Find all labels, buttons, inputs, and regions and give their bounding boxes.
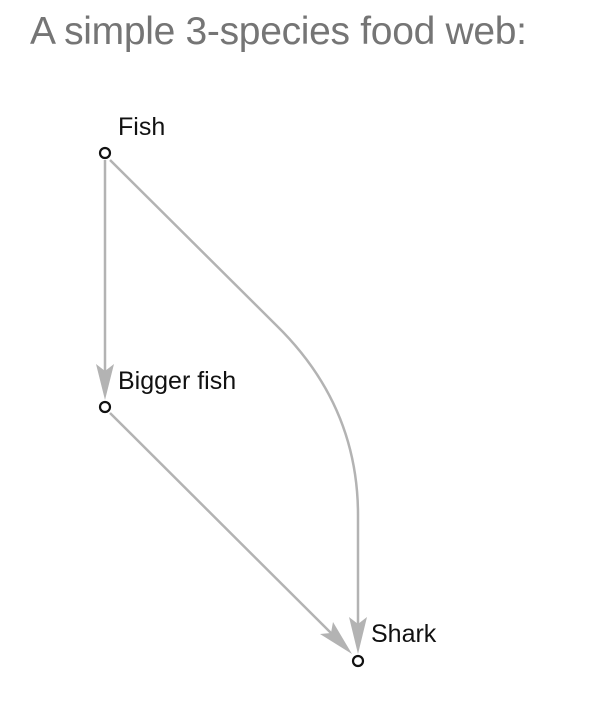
arrowhead-icon <box>320 622 352 654</box>
node-label-shark: Shark <box>371 620 437 648</box>
node-label-fish: Fish <box>118 113 165 141</box>
node-fish: Fish <box>98 113 165 160</box>
edge-fish-to-bigger-fish <box>96 160 114 400</box>
edge-fish-to-shark <box>109 159 367 654</box>
node-marker <box>98 146 112 160</box>
edge-bigger-fish-to-shark <box>109 412 352 654</box>
node-marker <box>98 400 112 414</box>
node-label-bigger-fish: Bigger fish <box>118 367 236 395</box>
node-shark: Shark <box>351 620 437 668</box>
node-marker <box>351 654 365 668</box>
arrowhead-icon <box>349 617 367 654</box>
arrowhead-icon <box>96 364 114 400</box>
diagram-title: A simple 3-species food web: <box>30 10 527 53</box>
node-bigger-fish: Bigger fish <box>98 367 236 414</box>
